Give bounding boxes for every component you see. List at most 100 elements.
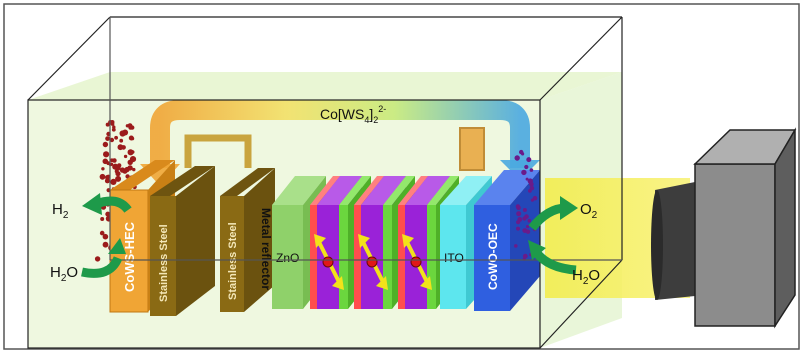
h2-bubble bbox=[125, 174, 130, 179]
absorber-slab bbox=[310, 205, 317, 309]
o2-bubble bbox=[521, 169, 527, 176]
charge-arrow-head-icon bbox=[332, 276, 344, 290]
absorber-slab-top bbox=[405, 176, 450, 205]
h2-bubble bbox=[115, 175, 122, 182]
charge-arrow-head-icon bbox=[402, 234, 414, 248]
o2-bubble bbox=[525, 229, 531, 234]
lamp-icon bbox=[651, 127, 797, 329]
o2-bubble bbox=[515, 204, 521, 209]
h2-bubble bbox=[110, 120, 115, 125]
stainless-steel-1 bbox=[150, 166, 215, 316]
o2-bubble bbox=[522, 208, 527, 212]
o2-bubble bbox=[514, 244, 518, 248]
o2-bubble bbox=[522, 253, 528, 259]
absorber-slab bbox=[427, 205, 436, 309]
h2-bubble bbox=[105, 122, 110, 127]
absorber-slab-top bbox=[427, 176, 459, 205]
absorber-slab-top bbox=[361, 176, 406, 205]
h2-bubble bbox=[105, 136, 110, 142]
h2-bubble bbox=[102, 241, 109, 248]
o2-bubble bbox=[527, 218, 532, 223]
absorber-slab-top bbox=[398, 176, 428, 205]
h2o-left-label: H2O bbox=[50, 264, 78, 284]
h2-bubble bbox=[112, 125, 116, 129]
h2-bubble bbox=[123, 154, 128, 159]
o2-bubble bbox=[516, 226, 520, 231]
o2-bubble bbox=[526, 157, 532, 163]
h2-bubble bbox=[132, 167, 136, 172]
o2-bubble bbox=[529, 185, 535, 191]
cowo-oec-label: CoWO-OEC bbox=[486, 223, 500, 290]
h2-bubble bbox=[111, 127, 116, 132]
o2-bubble bbox=[514, 155, 520, 161]
h2-bubble bbox=[100, 217, 105, 221]
charge-arrow-head-icon bbox=[358, 234, 370, 248]
absorber-slab-top bbox=[317, 176, 362, 205]
o2-bubble bbox=[519, 149, 524, 155]
h2o-right-label: H2O bbox=[572, 267, 600, 287]
h2-bubble bbox=[127, 123, 133, 128]
h2-bubble bbox=[119, 167, 126, 173]
h2-bubble bbox=[128, 135, 134, 141]
o2-bubble bbox=[529, 181, 534, 187]
absorber-stack bbox=[310, 176, 459, 309]
h2-bubble bbox=[105, 211, 111, 217]
absorber-slab-top bbox=[339, 176, 371, 205]
absorber-slab-top bbox=[354, 176, 384, 205]
stainless-steel-label-2: Stainless Steel bbox=[227, 222, 239, 300]
h2-bubble bbox=[106, 174, 111, 179]
stainless-steel-2 bbox=[220, 168, 275, 312]
o2-bubble bbox=[524, 164, 529, 170]
charge-arrow-head-icon bbox=[376, 276, 388, 290]
h2-label: H2 bbox=[52, 201, 69, 221]
o2-bubble bbox=[522, 216, 527, 221]
h2o-left-arrow-icon bbox=[81, 238, 126, 278]
h2-bubble bbox=[129, 156, 137, 163]
charge-arrow-head-icon bbox=[420, 276, 432, 290]
absorber-slab bbox=[383, 205, 392, 309]
o2-bubble bbox=[529, 168, 534, 172]
absorber-slab bbox=[354, 205, 361, 309]
h2o-right-arrow-icon bbox=[528, 240, 577, 275]
o2-bubble bbox=[532, 195, 538, 201]
stainless-steel-label-1: Stainless Steel bbox=[158, 224, 170, 302]
o2-arrow-icon bbox=[528, 196, 578, 231]
o2-bubble bbox=[516, 220, 521, 225]
redox-mediator-label: Co[WS4]22- bbox=[320, 104, 386, 125]
h2-bubble bbox=[102, 233, 109, 240]
h2-bubble bbox=[99, 230, 105, 236]
o2-bubble bbox=[525, 177, 529, 181]
cows-hec-label: CoWS-HEC bbox=[122, 221, 137, 292]
o2-bubble bbox=[530, 198, 535, 202]
h2-bubble bbox=[109, 137, 115, 143]
h2-bubble bbox=[119, 138, 124, 143]
o2-label: O2 bbox=[580, 201, 598, 221]
h2-bubble bbox=[112, 163, 119, 170]
h2-bubble bbox=[110, 178, 117, 185]
absorber-slab bbox=[398, 205, 405, 309]
upper-bracket bbox=[459, 127, 485, 171]
connecting-wire bbox=[184, 134, 252, 168]
h2-bubble bbox=[114, 169, 119, 174]
h2-bubble bbox=[106, 161, 111, 166]
h2-bubble bbox=[94, 256, 101, 262]
h2-bubble bbox=[103, 151, 110, 158]
charge-carrier-dot bbox=[366, 256, 378, 268]
charge-arrow-head-icon bbox=[314, 234, 326, 248]
absorber-slab bbox=[339, 205, 348, 309]
h2-bubble bbox=[130, 150, 135, 154]
h2-bubble bbox=[102, 141, 109, 148]
charge-carrier-dot bbox=[322, 256, 334, 268]
h2-bubble bbox=[110, 158, 114, 163]
h2-bubble bbox=[127, 165, 133, 171]
absorber-slab-top bbox=[383, 176, 415, 205]
h2-bubble bbox=[114, 135, 118, 140]
h2-bubble bbox=[104, 178, 110, 184]
o2-bubble bbox=[526, 225, 530, 229]
absorber-slab-top bbox=[310, 176, 340, 205]
h2-arrow-icon bbox=[82, 193, 132, 215]
h2-bubble bbox=[99, 173, 106, 180]
h2-bubble bbox=[117, 144, 124, 151]
h2-bubble bbox=[101, 167, 105, 171]
